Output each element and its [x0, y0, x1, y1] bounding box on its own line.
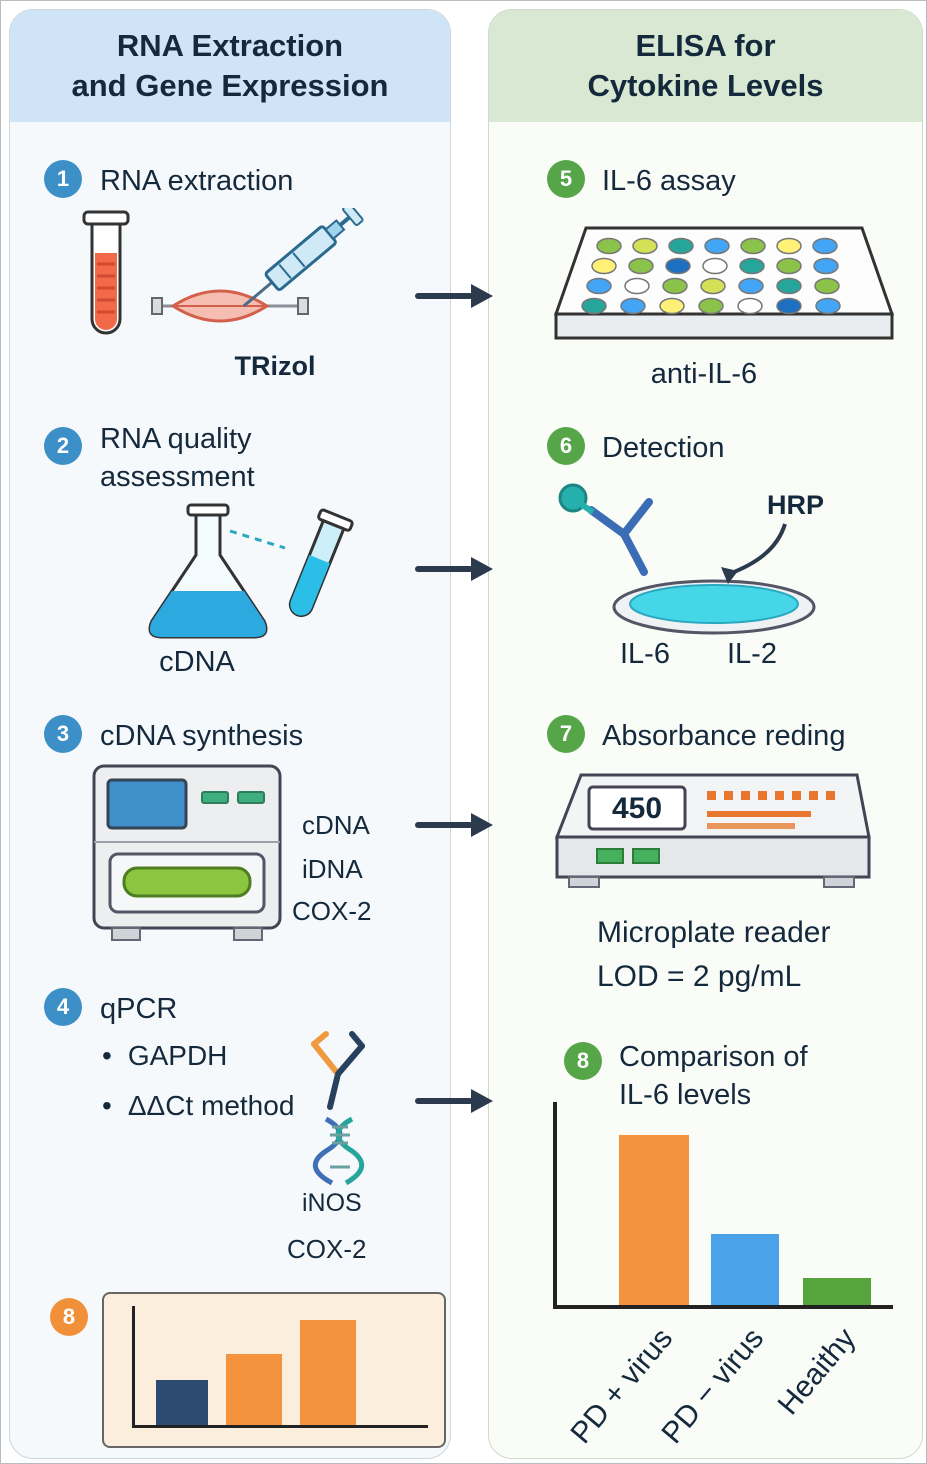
step-6-title: Detection	[602, 432, 725, 464]
step-1-badge: 1	[44, 160, 82, 198]
step-8-left-badge: 8	[50, 1298, 88, 1336]
chart-x-axis	[553, 1305, 893, 1309]
cox2-label-step4: COX-2	[287, 1234, 367, 1264]
step-5-title: IL-6 assay	[602, 165, 736, 197]
inset-bar-3	[300, 1320, 356, 1425]
flow-arrow-4	[415, 1089, 495, 1113]
il6-label: IL-6	[620, 638, 670, 670]
lod-caption: LOD = 2 pg/mL	[597, 960, 802, 993]
idna-label: iDNA	[302, 854, 363, 884]
inos-label: iNOS	[302, 1189, 362, 1217]
antibody-icon-right	[587, 498, 653, 576]
flow-arrow-2	[415, 557, 495, 581]
inset-y-axis	[132, 1306, 135, 1428]
microplate-icon	[553, 226, 895, 340]
reader-caption: Microplate reader	[597, 916, 831, 949]
flow-arrow-3	[415, 813, 495, 837]
il2-label: IL-2	[727, 638, 777, 670]
trizol-caption: TRizol	[234, 351, 316, 381]
step-3-badge: 3	[44, 715, 82, 753]
left-panel-rna: RNA Extraction and Gene Expression 1 RNA…	[9, 9, 451, 1459]
bar-pd-plus-virus	[619, 1135, 689, 1305]
qpcr-thumbnail-chart	[102, 1292, 446, 1448]
hrp-label: HRP	[767, 490, 824, 520]
step-4-title: qPCR	[100, 993, 178, 1025]
rna-quality-icon	[148, 503, 354, 639]
rna-extraction-icon	[82, 208, 364, 335]
dna-helix-icon	[313, 1116, 364, 1186]
microplate-wells	[581, 237, 841, 315]
right-panel-header: ELISA for Cytokine Levels	[489, 10, 922, 122]
flow-arrow-1	[415, 284, 495, 308]
anti-il6-caption: anti-IL-6	[650, 358, 758, 390]
gapdh-bullet: GAPDH	[102, 1040, 228, 1072]
bar-pd-minus-virus	[711, 1234, 779, 1305]
step-8-title: Comparison of IL-6 levels	[619, 1041, 808, 1111]
thermocycler-icon	[92, 764, 282, 941]
reader-indicator-dots	[707, 791, 835, 800]
step-2-badge: 2	[44, 427, 82, 465]
detection-icon: HRP	[558, 483, 824, 635]
hrp-enzyme-dot	[558, 483, 588, 513]
hrp-arrow	[728, 523, 787, 576]
inset-bar-1	[156, 1380, 208, 1425]
step-8-right-badge: 8	[564, 1042, 602, 1080]
step-2-title: RNA quality assessment	[100, 423, 255, 493]
left-panel-header: RNA Extraction and Gene Expression	[10, 10, 450, 122]
ddct-bullet: ΔΔCt method	[102, 1090, 295, 1122]
antibody-icon-left	[311, 1031, 365, 1110]
cdna-caption: cDNA	[159, 646, 235, 678]
right-panel-elisa: ELISA for Cytokine Levels 5 IL-6 assay a…	[488, 9, 923, 1459]
bar-healthy	[803, 1278, 871, 1305]
step-3-title: cDNA synthesis	[100, 720, 304, 752]
step-7-title: Absorbance reding	[602, 720, 846, 752]
cdna-label: cDNA	[302, 810, 370, 840]
inset-x-axis	[132, 1425, 428, 1428]
step-7-badge: 7	[547, 715, 585, 753]
step-1-title: RNA extraction	[100, 165, 294, 197]
chart-y-axis	[553, 1102, 557, 1309]
inset-bar-2	[226, 1354, 282, 1425]
reader-display-value: 450	[612, 792, 662, 825]
step-6-badge: 6	[547, 427, 585, 465]
step-5-badge: 5	[547, 160, 585, 198]
microplate-reader-icon: 450	[554, 773, 871, 888]
step-4-badge: 4	[44, 988, 82, 1026]
cox2-label-step3: COX-2	[292, 896, 372, 926]
